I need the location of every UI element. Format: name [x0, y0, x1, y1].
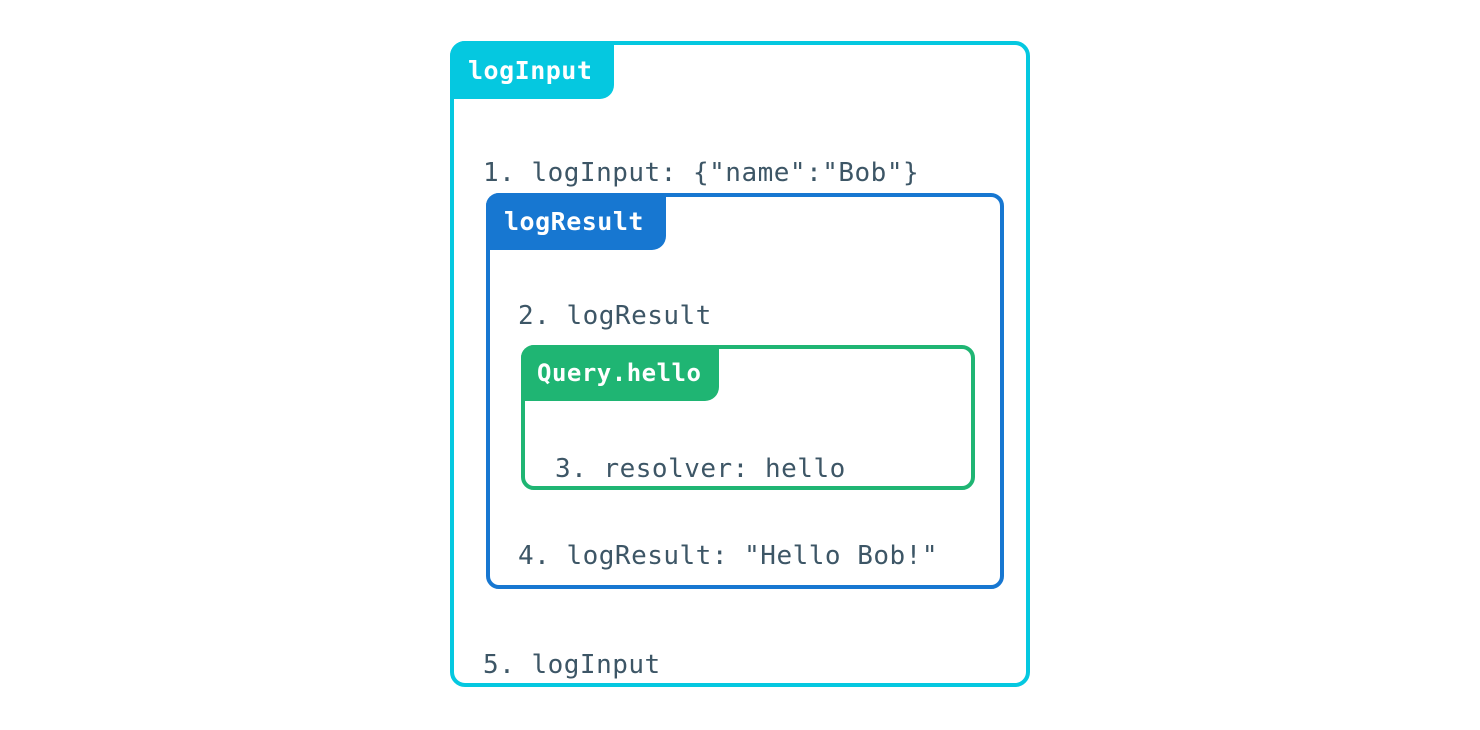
trace-box-query-hello: Query.hello 3. resolver: hello — [521, 345, 975, 490]
trace-line-2: 2. logResult — [518, 301, 712, 331]
trace-box-log-result: logResult 2. logResult Query.hello 3. re… — [486, 193, 1004, 589]
trace-box-log-input: logInput 1. logInput: {"name":"Bob"} log… — [450, 41, 1030, 687]
trace-box-label-log-result: logResult — [486, 193, 666, 250]
trace-line-3: 3. resolver: hello — [555, 454, 846, 484]
trace-line-4: 4. logResult: "Hello Bob!" — [518, 541, 938, 571]
trace-line-5: 5. logInput — [483, 650, 661, 680]
trace-line-1: 1. logInput: {"name":"Bob"} — [483, 158, 920, 188]
trace-box-label-log-input: logInput — [450, 41, 615, 99]
trace-box-label-query-hello: Query.hello — [521, 345, 720, 401]
